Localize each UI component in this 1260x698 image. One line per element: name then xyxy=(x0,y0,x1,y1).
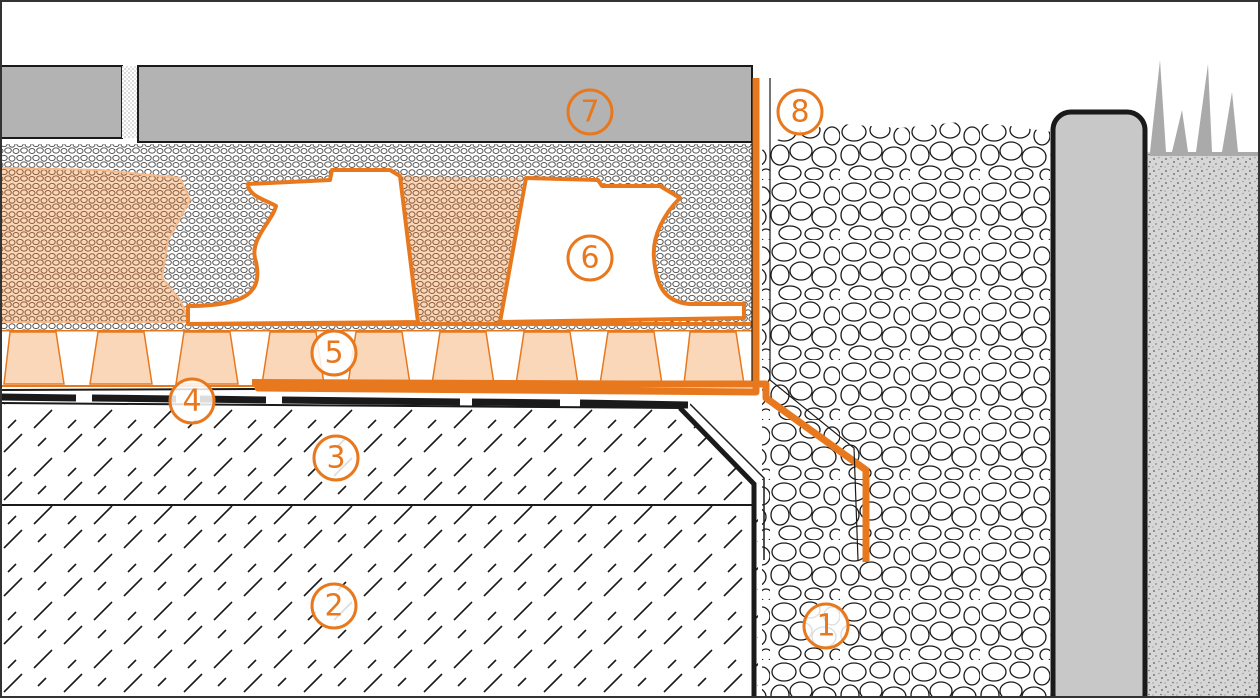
callout-3-label: 3 xyxy=(326,441,345,476)
callout-5: 5 xyxy=(310,329,358,377)
callout-2: 2 xyxy=(310,582,358,630)
callout-1: 1 xyxy=(802,602,850,650)
concrete-slab-lower xyxy=(0,505,758,698)
waterproofing-membrane xyxy=(0,393,689,409)
tile-main xyxy=(137,65,753,143)
concrete-screed-upper xyxy=(0,404,752,504)
slab-edge-outline xyxy=(689,403,765,560)
callout-7-label: 7 xyxy=(580,95,599,130)
slab-edge-membrane xyxy=(678,406,757,698)
callout-1-label: 1 xyxy=(816,609,835,644)
callout-6: 6 xyxy=(566,234,614,282)
curb-post xyxy=(1050,109,1148,698)
tile-left xyxy=(0,65,123,139)
callout-8-label: 8 xyxy=(790,95,809,130)
edge-profile-outline xyxy=(751,78,859,561)
gravel-bedding-orange-middle xyxy=(402,176,522,322)
callout-4: 4 xyxy=(168,377,216,425)
drainage-mat-cells xyxy=(3,331,745,385)
coarse-gravel-fill xyxy=(762,122,1052,698)
membrane-top-line xyxy=(0,388,261,391)
callout-4-label: 4 xyxy=(182,384,201,419)
callout-2-label: 2 xyxy=(324,589,343,624)
callout-6-label: 6 xyxy=(580,241,599,276)
slab-top-line xyxy=(0,402,681,409)
callout-5-label: 5 xyxy=(324,336,343,371)
tile-grout-joint xyxy=(122,66,138,138)
support-element-left xyxy=(186,168,420,326)
gravel-bedding-orange-left xyxy=(0,166,192,323)
edge-profile-top xyxy=(251,379,767,387)
callout-7: 7 xyxy=(566,88,614,136)
grass-blades xyxy=(1150,60,1260,156)
support-element-right xyxy=(498,176,746,324)
callout-8: 8 xyxy=(776,88,824,136)
soil-fill xyxy=(1146,152,1260,698)
callout-3: 3 xyxy=(312,434,360,482)
